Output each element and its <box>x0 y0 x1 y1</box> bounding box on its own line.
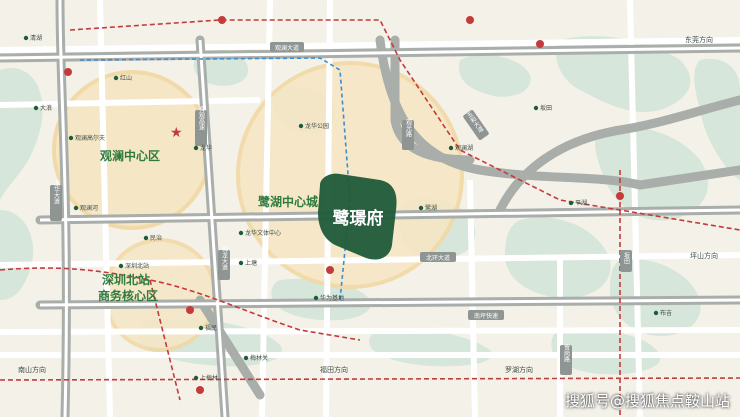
poi-icon <box>238 260 244 266</box>
poi-label: 龙华公园 <box>305 122 329 130</box>
poi-layer: 观澜湖观澜高尔夫民治龙华深圳北站龙华公园大浪红山上塘清湖坂田平湖鹭湖福民华为基地… <box>23 34 672 382</box>
station-icon <box>616 192 624 200</box>
poi-icon <box>653 310 659 316</box>
station-icon <box>326 266 334 274</box>
poi-icon <box>73 205 79 211</box>
station-dots <box>64 16 624 394</box>
dir-pingshan: 坪山方向 <box>690 251 718 260</box>
poi-icon <box>23 35 29 41</box>
station-icon <box>64 68 72 76</box>
poi-icon <box>193 375 199 381</box>
poi-icon <box>243 355 249 361</box>
poi-label: 龙华文体中心 <box>245 229 281 237</box>
poi-label: 平湖 <box>575 199 587 207</box>
poi-icon <box>193 145 199 151</box>
hub-sz-north-2: 商务核心区 <box>98 288 158 303</box>
dir-luohu: 罗湖方向 <box>505 365 533 374</box>
dir-dongguan: 东莞方向 <box>685 35 713 44</box>
poi-label: 深圳北站 <box>125 262 149 270</box>
station-icon <box>186 306 194 314</box>
poi-label: 大浪 <box>40 104 52 112</box>
poi-label: 坂田 <box>540 104 552 112</box>
road-label-beihuan: 北环大道 <box>426 254 450 262</box>
poi-label: 华为基地 <box>320 294 344 302</box>
poi-label: 布吉 <box>660 309 672 317</box>
poi-icon <box>198 325 204 331</box>
dir-futian: 福田方向 <box>320 365 348 374</box>
poi-icon <box>313 295 319 301</box>
rail-lines <box>0 19 740 417</box>
hub-luhu: 鹭湖中心城 <box>258 194 318 209</box>
road-label-bantian: 坂田 <box>623 251 630 265</box>
poi-label: 梅林关 <box>250 354 268 362</box>
poi-icon <box>238 230 244 236</box>
poi-label: 龙华 <box>200 144 212 152</box>
poi-icon <box>298 123 304 129</box>
project-marker: 鹭璟府 <box>318 173 397 260</box>
poi-icon <box>418 205 424 211</box>
poi-icon <box>118 263 124 269</box>
watermark: 搜狐号@搜狐焦点鞍山站 <box>564 392 730 410</box>
road-label-gaochuan: 观光路 <box>405 119 412 138</box>
road-label-meiguan: 梅观高速 <box>198 105 205 131</box>
poi-label: 红山 <box>120 74 132 82</box>
dir-nanshan: 南山方向 <box>18 365 46 374</box>
poi-icon <box>533 105 539 111</box>
poi-label: 鹭湖 <box>425 204 437 212</box>
poi-icon <box>33 105 39 111</box>
poi-label: 清湖 <box>30 34 42 42</box>
hub-sz-north-1: 深圳北站 <box>102 272 150 287</box>
poi-label: 观澜高尔夫 <box>75 134 105 142</box>
road-label-xuegang: 雪岗路 <box>563 344 570 363</box>
poi-icon <box>568 200 574 206</box>
poi-icon <box>113 75 119 81</box>
road-label-meilong: 梅龙大道 <box>221 245 228 271</box>
poi-label: 福民 <box>205 324 217 332</box>
star-icon: ★ <box>170 125 183 141</box>
station-icon <box>536 40 544 48</box>
road-label-longhua: 龙华大道 <box>53 179 60 205</box>
direction-labels: 南山方向 福田方向 罗湖方向 坪山方向 东莞方向 <box>18 35 718 374</box>
poi-label: 民治 <box>150 234 162 242</box>
poi-icon <box>68 135 74 141</box>
road-label-nanping: 南坪快速 <box>474 312 498 320</box>
poi-label: 观澜河 <box>80 204 98 212</box>
station-icon <box>196 386 204 394</box>
poi-label: 上梅林 <box>200 374 218 382</box>
hub-labels: 观澜中心区 鹭湖中心城 深圳北站 商务核心区 <box>98 148 318 303</box>
poi-label: 观澜湖 <box>455 144 473 152</box>
station-icon <box>466 16 474 24</box>
project-name: 鹭璟府 <box>333 208 384 229</box>
station-icon <box>218 16 226 24</box>
road-label-guanlan: 观澜大道 <box>275 44 299 52</box>
poi-icon <box>143 235 149 241</box>
hub-guanlan: 观澜中心区 <box>100 148 160 163</box>
poi-icon <box>448 145 454 151</box>
poi-label: 上塘 <box>245 259 257 267</box>
